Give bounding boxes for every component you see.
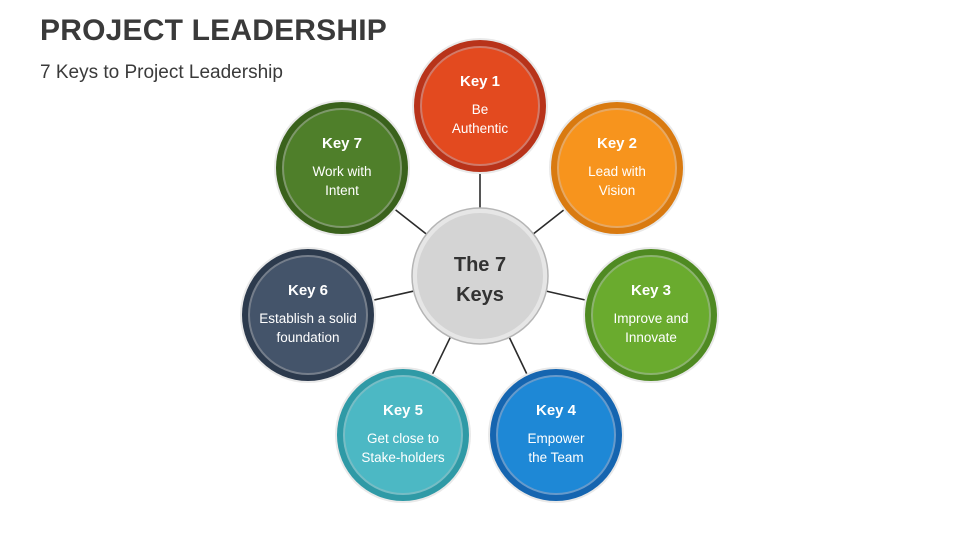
key-4-title: Key 4	[536, 402, 577, 419]
key-1-title: Key 1	[460, 73, 500, 90]
key-1-desc-line-1: Be	[472, 102, 489, 117]
connector-key-6	[374, 290, 414, 301]
key-node-6: Key 6 Establish a solid foundation	[240, 247, 376, 383]
key-1-desc-line-2: Authentic	[452, 121, 509, 136]
key-5-title: Key 5	[383, 402, 423, 419]
key-2-desc-line-1: Lead with	[588, 164, 646, 179]
key-5-desc-line-2: Stake-holders	[361, 450, 445, 465]
key-7-desc-line-1: Work with	[312, 164, 371, 179]
connector-key-4	[508, 337, 528, 374]
key-7-desc-line-2: Intent	[325, 183, 359, 198]
key-node-4: Key 4 Empower the Team	[488, 367, 624, 503]
key-3-circle	[593, 257, 709, 373]
connector-key-2	[532, 209, 565, 235]
page-subtitle: 7 Keys to Project Leadership	[40, 62, 283, 83]
key-7-title: Key 7	[322, 135, 362, 152]
connector-key-7	[395, 209, 427, 235]
key-3-desc-line-2: Innovate	[625, 330, 677, 345]
key-4-desc-line-2: the Team	[528, 450, 583, 465]
key-7-circle	[284, 110, 400, 226]
key-2-circle	[559, 110, 675, 226]
key-1-circle	[422, 48, 538, 164]
key-5-desc-line-1: Get close to	[367, 431, 439, 446]
key-node-5: Key 5 Get close to Stake-holders	[335, 367, 471, 503]
connector-key-3	[546, 290, 585, 301]
key-4-circle	[498, 377, 614, 493]
connector-key-5	[431, 336, 452, 375]
key-5-circle	[345, 377, 461, 493]
key-3-desc-line-1: Improve and	[613, 311, 688, 326]
key-6-desc-line-1: Establish a solid	[259, 311, 357, 326]
key-6-circle	[250, 257, 366, 373]
key-3-title: Key 3	[631, 282, 671, 299]
key-2-title: Key 2	[597, 135, 637, 152]
connectors	[374, 174, 585, 375]
key-6-title: Key 6	[288, 282, 328, 299]
center-label-line1: The 7	[454, 254, 506, 276]
center-label-line2: Keys	[456, 284, 504, 306]
center-node: The 7 Keys	[411, 207, 549, 345]
page-title: PROJECT LEADERSHIP	[40, 14, 387, 47]
center-inner-circle	[417, 213, 543, 339]
key-4-desc-line-1: Empower	[527, 431, 585, 446]
key-2-desc-line-2: Vision	[599, 183, 636, 198]
key-6-desc-line-2: foundation	[276, 330, 339, 345]
